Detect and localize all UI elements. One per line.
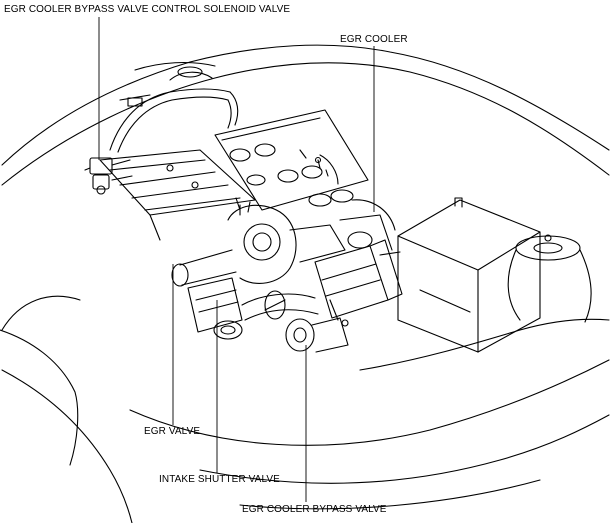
turbocharger xyxy=(171,201,346,287)
label-solenoid-valve: EGR COOLER BYPASS VALVE CONTROL SOLENOID… xyxy=(4,4,291,15)
label-egr-valve: EGR VALVE xyxy=(144,426,201,437)
egr-cooler-bypass-valve xyxy=(285,299,349,353)
egr-pipe xyxy=(109,88,239,153)
egr-valve-body xyxy=(187,277,243,340)
label-intake-shutter-valve: INTAKE SHUTTER VALVE xyxy=(159,474,280,485)
strut-tower xyxy=(507,234,592,323)
cowl-panel xyxy=(119,61,216,107)
intake-shutter-valve xyxy=(241,290,319,321)
cylinder-head xyxy=(214,109,369,211)
leader-lines xyxy=(98,17,375,502)
label-egr-cooler: EGR COOLER xyxy=(340,34,408,45)
connector-lines xyxy=(149,149,339,241)
label-bypass-valve: EGR COOLER BYPASS VALVE xyxy=(242,504,387,515)
intake-manifold xyxy=(99,149,256,216)
solenoid-valve-cluster xyxy=(84,157,133,195)
battery-box xyxy=(397,197,541,353)
egr-cooler xyxy=(314,199,403,319)
vehicle-body-outline xyxy=(0,44,610,523)
